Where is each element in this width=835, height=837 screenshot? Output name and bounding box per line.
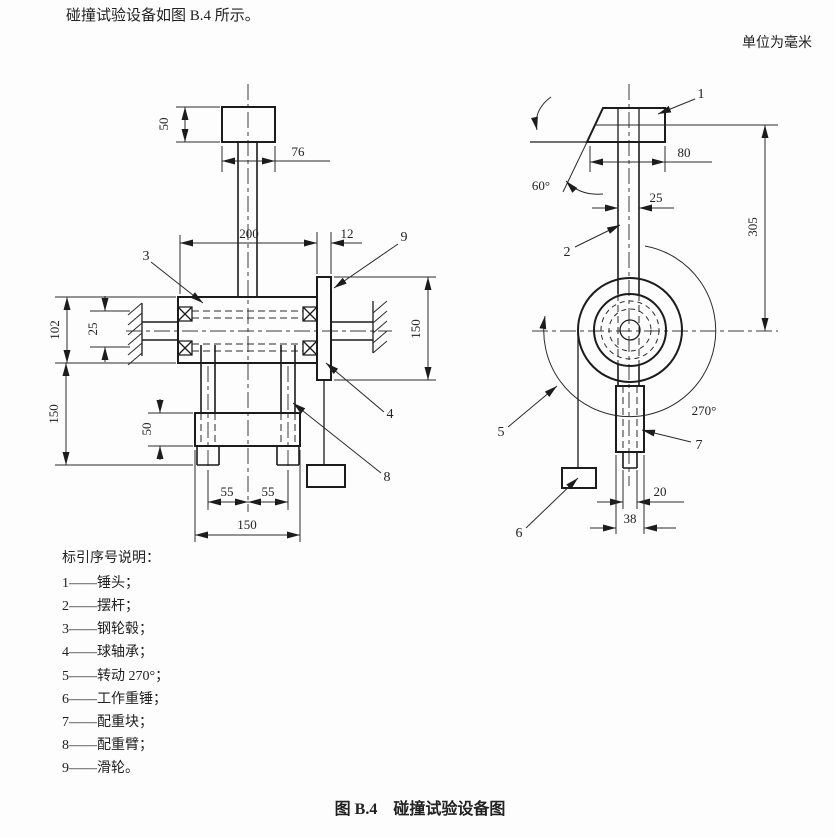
ext-rod-end bbox=[622, 470, 638, 509]
dim-block-width: 38 bbox=[624, 511, 637, 526]
dim-rod-end: 20 bbox=[654, 484, 667, 499]
slope-extension bbox=[562, 141, 588, 193]
pulley-edge bbox=[316, 276, 332, 381]
ext-head-height bbox=[176, 106, 220, 143]
intro-text: 碰撞试验设备如图 B.4 所示。 bbox=[66, 6, 260, 24]
side-dimensions: 80 25 305 20 38 bbox=[589, 125, 769, 534]
angle-arc bbox=[565, 180, 604, 195]
ball-bearings bbox=[177, 306, 318, 356]
ext-base-height bbox=[148, 412, 193, 447]
callout-3-steel-hub: 3 bbox=[143, 249, 150, 264]
dim-hub-height: 102 bbox=[47, 320, 62, 340]
callout-7-counterweight: 7 bbox=[696, 438, 703, 453]
ext-pulley-dia bbox=[334, 276, 436, 381]
rotation-arc bbox=[539, 245, 717, 418]
dim-pulley-thickness: 12 bbox=[341, 226, 354, 241]
dim-shaft-dia: 25 bbox=[85, 323, 100, 336]
swing-direction-arrow bbox=[531, 96, 552, 131]
legend-item-4: 4——球轴承； bbox=[62, 644, 153, 660]
rod-end-hidden bbox=[622, 386, 638, 452]
counterweight-base bbox=[194, 412, 301, 447]
side-callouts: 1 2 5 6 7 bbox=[498, 87, 705, 541]
pulley-bore bbox=[619, 319, 641, 341]
legend-item-6: 6——工作重锤； bbox=[62, 691, 167, 707]
dim-leg-right: 55 bbox=[262, 484, 275, 499]
front-dimensions: 50 76 200 12 102 25 150 150 50 55 55 150 bbox=[46, 106, 436, 542]
dim-strike-height: 305 bbox=[745, 217, 760, 237]
leader-6 bbox=[525, 477, 579, 529]
dim-angle: 60° bbox=[532, 178, 550, 193]
leader-1 bbox=[657, 98, 696, 115]
legend: 标引序号说明： 1——锤头； 2——摆杆； 3——钢轮毂； 4——球轴承； 5—… bbox=[62, 550, 169, 776]
legend-item-3: 3——钢轮毂； bbox=[62, 621, 153, 637]
leader-5 bbox=[507, 385, 558, 428]
leader-4 bbox=[325, 362, 385, 413]
dim-head-height: 50 bbox=[156, 118, 171, 131]
ext-side-head-width bbox=[589, 146, 666, 172]
dim-side-head-width: 80 bbox=[678, 145, 691, 160]
leader-3 bbox=[150, 261, 204, 304]
hammer-head-side bbox=[585, 107, 666, 143]
right-wall-hatch bbox=[372, 300, 388, 354]
hub-hidden-lines bbox=[192, 310, 303, 352]
callout-8-counterweight-arm: 8 bbox=[384, 470, 391, 485]
ext-shaft-dia bbox=[90, 310, 130, 348]
legend-item-8: 8——配重臂； bbox=[62, 737, 153, 753]
front-callouts: 3 9 4 8 bbox=[143, 230, 408, 485]
leader-9 bbox=[333, 243, 399, 289]
hammer-head-front bbox=[221, 106, 276, 143]
legend-title: 标引序号说明： bbox=[62, 550, 160, 566]
legend-item-2: 2——摆杆； bbox=[62, 598, 139, 614]
pendulum-rod-lower bbox=[617, 364, 640, 386]
side-view: 60° 270° bbox=[530, 84, 778, 489]
legend-item-7: 7——配重块； bbox=[62, 714, 153, 730]
pendulum-rod-hidden bbox=[617, 294, 640, 364]
arm-legs bbox=[200, 345, 296, 413]
rod-end-stub bbox=[622, 452, 638, 469]
dim-rod-width: 25 bbox=[650, 190, 663, 205]
arm-feet bbox=[196, 446, 300, 466]
counterweight-block bbox=[615, 385, 645, 453]
ext-base-width bbox=[194, 450, 301, 542]
left-wall-hatch bbox=[127, 302, 143, 366]
arm-legs-hidden bbox=[200, 413, 296, 446]
ext-block-width bbox=[615, 455, 645, 534]
callout-5-rotation: 5 bbox=[498, 425, 505, 440]
callout-1-hammer-head: 1 bbox=[698, 87, 705, 102]
bolt-circle-inner bbox=[608, 308, 652, 352]
dim-base-width: 150 bbox=[237, 517, 257, 532]
dim-arm-height: 150 bbox=[46, 404, 61, 424]
pulley-outer-circle bbox=[577, 277, 683, 383]
dim-head-width: 76 bbox=[292, 144, 306, 159]
dim-pulley-dia: 150 bbox=[408, 319, 423, 339]
pendulum-rod-side bbox=[617, 142, 640, 294]
callout-4-ball-bearing: 4 bbox=[387, 407, 394, 422]
callout-2-pendulum-rod: 2 bbox=[564, 245, 571, 260]
leader-8 bbox=[292, 402, 382, 474]
dim-hub-length: 200 bbox=[239, 226, 259, 241]
callout-9-pulley: 9 bbox=[401, 230, 408, 245]
leader-7 bbox=[641, 429, 692, 443]
working-weight-front bbox=[306, 464, 346, 488]
unit-note: 单位为毫米 bbox=[742, 34, 812, 51]
dim-rotation: 270° bbox=[692, 403, 717, 418]
dim-base-height: 50 bbox=[139, 423, 154, 436]
legend-item-5: 5——转动 270°； bbox=[62, 668, 169, 684]
legend-item-9: 9——滑轮。 bbox=[62, 759, 139, 776]
dim-leg-left: 55 bbox=[221, 484, 234, 499]
legend-item-1: 1——锤头； bbox=[62, 575, 139, 591]
callout-6-working-weight: 6 bbox=[516, 526, 523, 541]
pulley-inner-rim bbox=[593, 293, 667, 367]
front-view bbox=[126, 84, 392, 512]
pendulum-rod-front bbox=[237, 142, 258, 297]
figure-caption: 图 B.4 碰撞试验设备图 bbox=[335, 799, 506, 818]
working-weight-side bbox=[561, 467, 597, 489]
ext-hub-length bbox=[179, 232, 332, 294]
bolt-circle-outer bbox=[600, 300, 660, 360]
ext-hub-height bbox=[55, 296, 176, 364]
leader-2 bbox=[574, 224, 621, 248]
shaft-ends bbox=[142, 321, 373, 341]
